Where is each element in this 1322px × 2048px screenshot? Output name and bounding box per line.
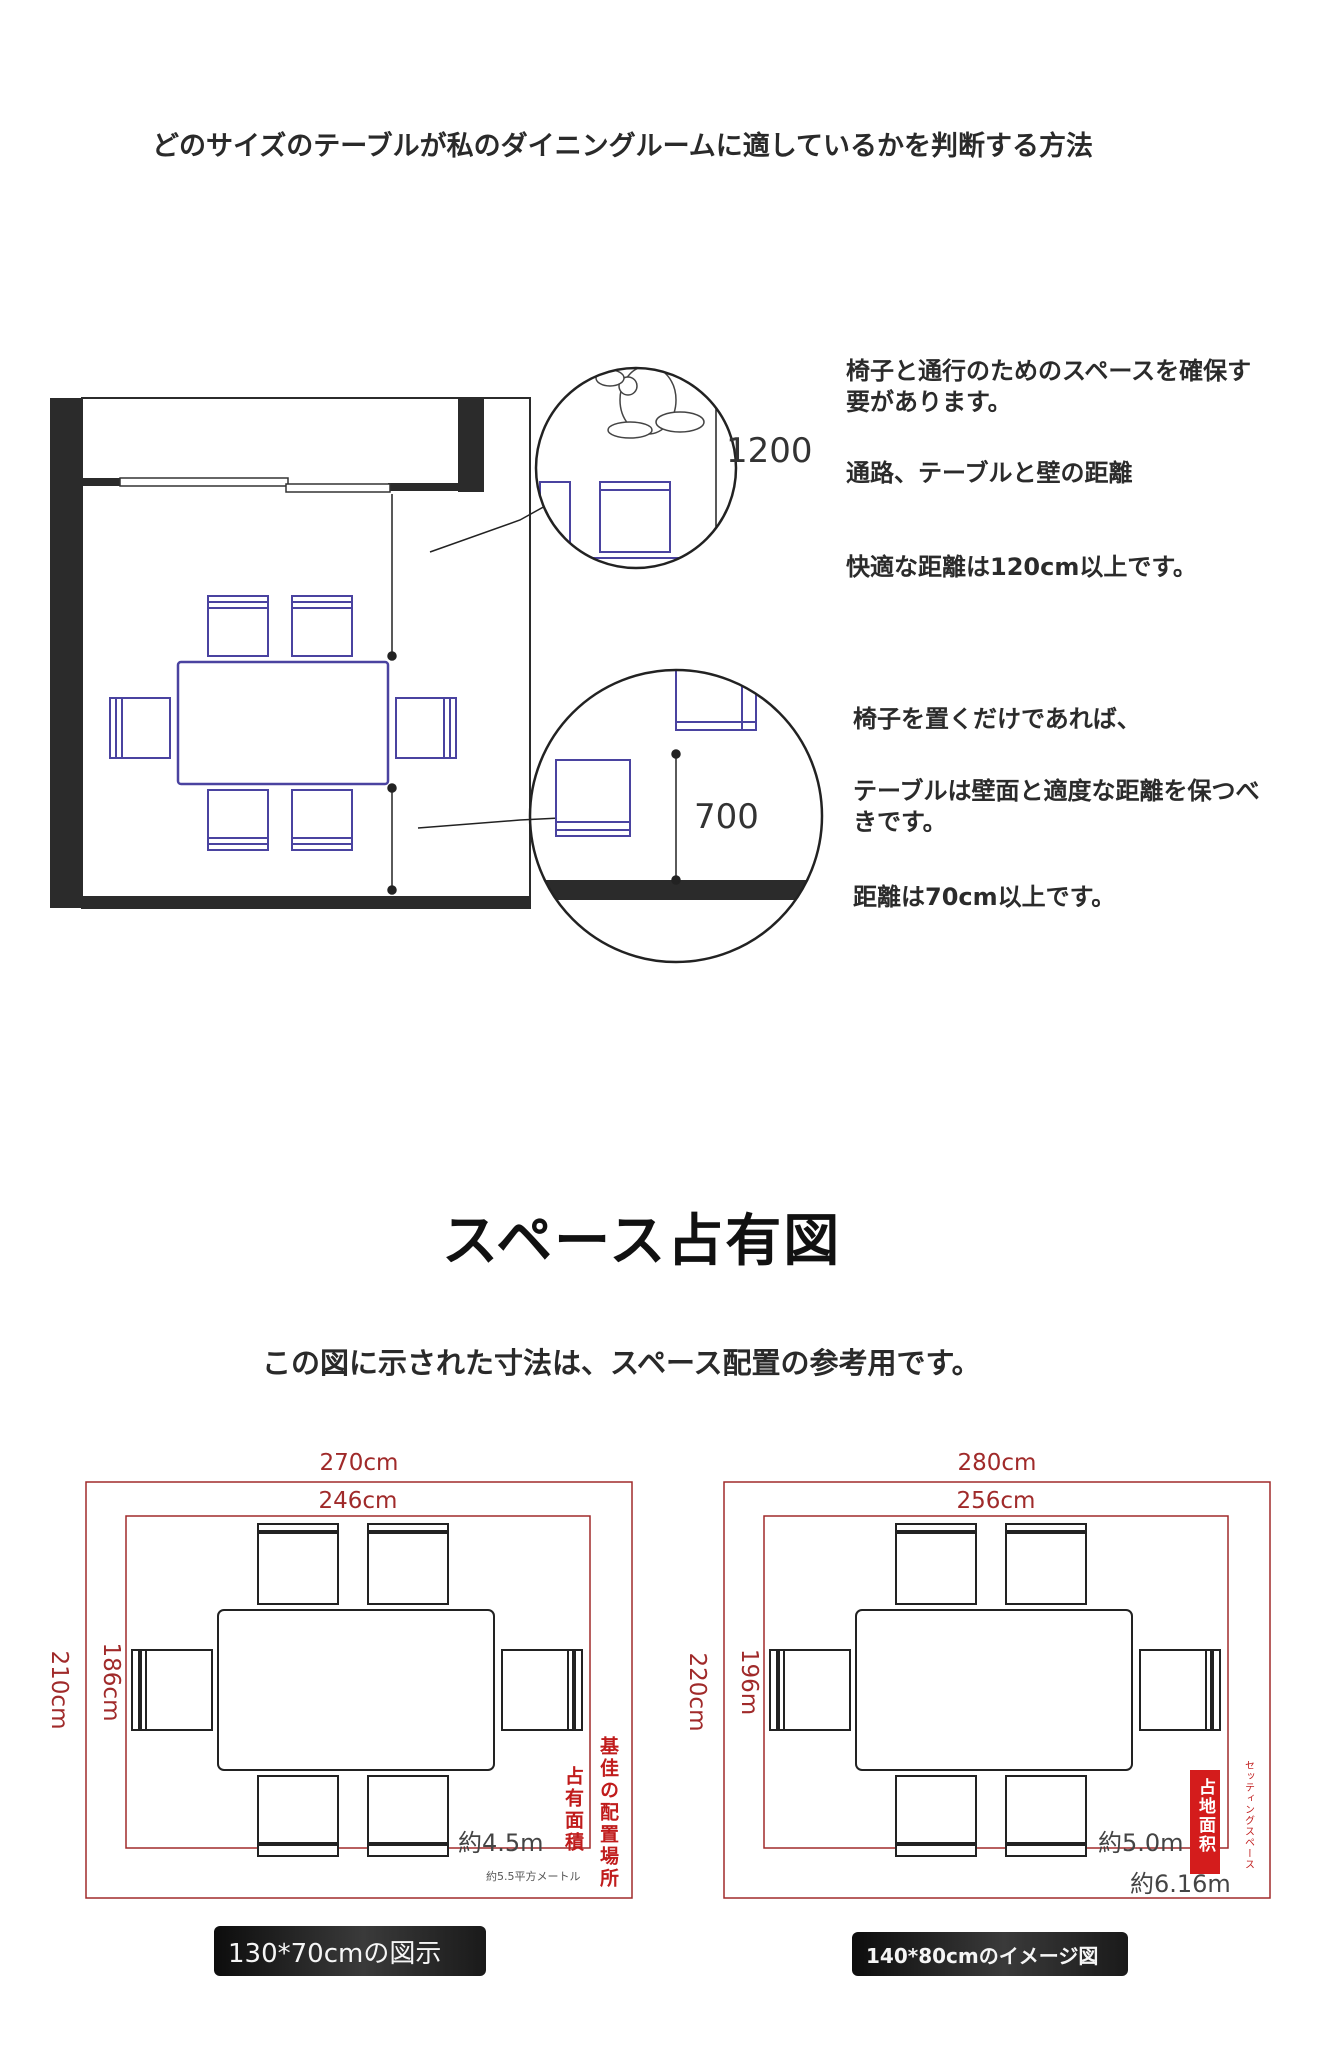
layout-1-inner-width: 246cm xyxy=(319,1488,398,1514)
layout-1-tag-vertical-1: 占有面積 xyxy=(562,1765,584,1854)
layout-1-caption: 130*70cmの図示 xyxy=(214,1926,486,1976)
layout-1-area-sub: 約5.5平方メートル xyxy=(486,1869,581,1883)
layout-diagrams: 270cm 246cm 210cm 186cm 約4.5m 約5.5平方メートル… xyxy=(46,1450,1271,1899)
note-top-3: 快適な距離は120cm以上です。 xyxy=(846,553,1197,581)
floor-plan-diagram: 1200 700 xyxy=(50,366,824,964)
dining-set-plan xyxy=(109,595,457,851)
room-dimension-lines xyxy=(387,494,397,895)
note-top-2: 通路、テーブルと壁の距離 xyxy=(846,459,1133,487)
layout-2-tag-vertical-2: セッティングスペース xyxy=(1243,1760,1255,1870)
layout-1-outer-width: 270cm xyxy=(320,1450,399,1476)
layout-2-area-main: 約5.0m xyxy=(1098,1829,1184,1857)
layout-2-inner-height: 196m xyxy=(736,1649,762,1715)
space-section-subtitle: この図に示された寸法は、スペース配置の参考用です。 xyxy=(262,1346,981,1380)
layout-2-tag-block xyxy=(1190,1770,1220,1874)
layout-2-area-sub: 約6.16m xyxy=(1130,1870,1231,1898)
layout-1-tag-vertical-2: 基佳の配置場所 xyxy=(597,1735,620,1890)
note-bottom-3: 距離は70cm以上です。 xyxy=(853,883,1116,911)
layout-2: 280cm 256cm 220cm 196m 占地面积 セッティングスペース 約… xyxy=(684,1450,1271,1899)
layout-2-outer-height: 220cm xyxy=(684,1653,710,1732)
note-bottom-2: テーブルは壁面と適度な距離を保つべ きです。 xyxy=(853,777,1260,836)
layout-2-inner-width: 256cm xyxy=(957,1488,1036,1514)
note-top-1: 椅子と通行のためのスペースを確保す 要があります。 xyxy=(846,357,1252,416)
callout-pointers xyxy=(417,499,561,829)
page-title: どのサイズのテーブルが私のダイニングルームに適しているかを判断する方法 xyxy=(152,131,1093,162)
upper-measure-label: 1200 xyxy=(726,431,813,471)
note-bottom-1: 椅子を置くだけであれば、 xyxy=(853,705,1141,733)
layout-1-outer-height: 210cm xyxy=(46,1651,72,1730)
layout-2-tag-vertical-1: 占地面积 xyxy=(1195,1777,1216,1854)
space-section-title: スペース占有図 xyxy=(442,1209,842,1274)
lower-measure-label: 700 xyxy=(694,797,759,837)
layout-1: 270cm 246cm 210cm 186cm 約4.5m 約5.5平方メートル… xyxy=(46,1450,633,1899)
room-walls xyxy=(50,397,531,909)
layout-2-caption: 140*80cmのイメージ図 xyxy=(852,1932,1128,1976)
layout-2-outer-width: 280cm xyxy=(958,1450,1037,1476)
layout-1-inner-height: 186cm xyxy=(98,1643,124,1722)
zoom-circle-lower xyxy=(530,670,822,900)
layout-1-area-main: 約4.5m xyxy=(458,1829,544,1857)
